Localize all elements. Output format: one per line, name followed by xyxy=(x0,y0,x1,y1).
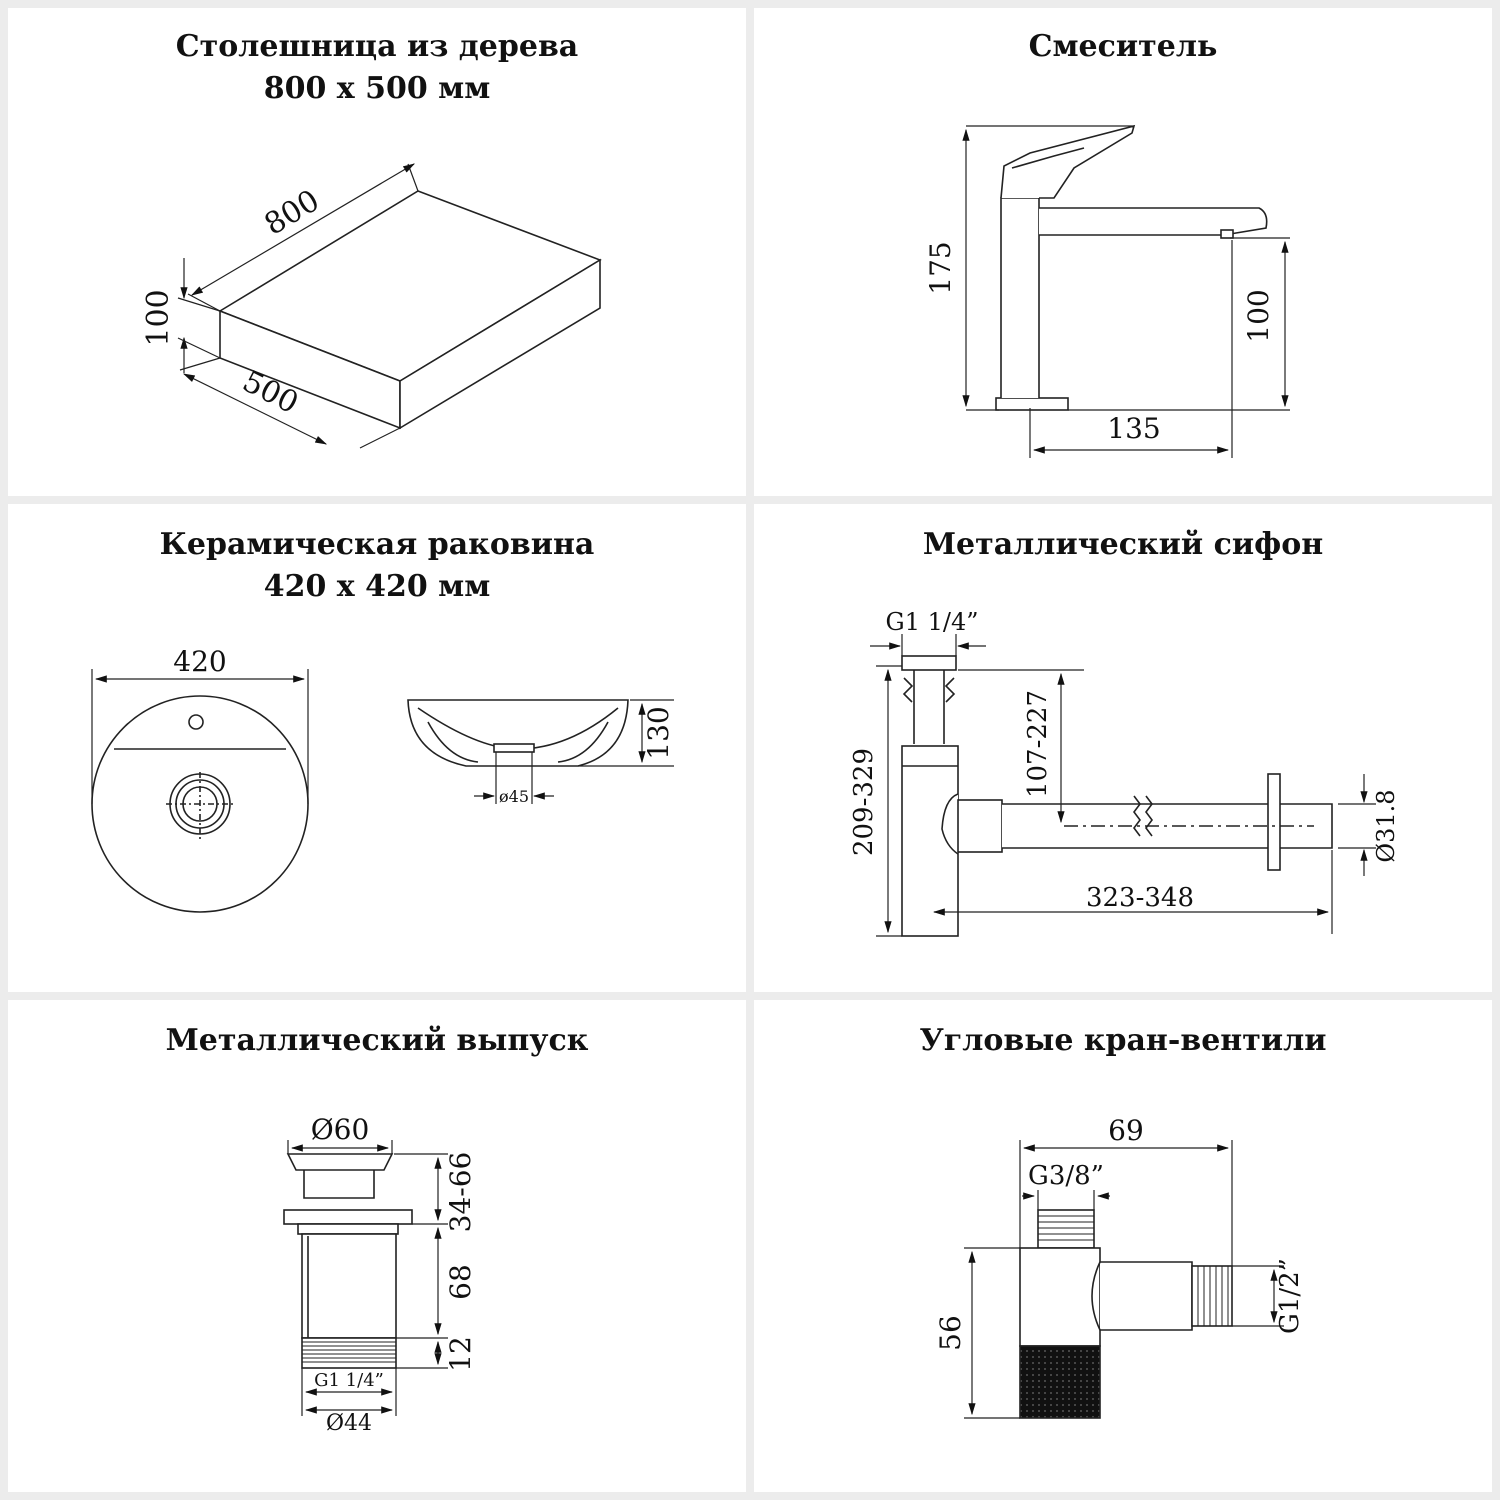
siphon-dim-height-range: 209-329 xyxy=(849,748,879,856)
panel-siphon: Металлический сифон xyxy=(754,504,1492,992)
faucet-dimensions xyxy=(962,125,1290,458)
drain-dim-adjust-range: 34-66 xyxy=(444,1152,477,1233)
faucet-dim-height-total: 175 xyxy=(924,241,957,294)
drain-dim-thread: G1 1/4” xyxy=(314,1370,384,1391)
drain-body xyxy=(283,1153,413,1369)
siphon-drawing: G1 1/4” 209-329 107-227 Ø31.8 323-348 xyxy=(849,608,1400,937)
sink-title-line2: 420 x 420 мм xyxy=(263,569,491,604)
sink-title-line1: Керамическая раковина xyxy=(159,527,595,562)
valve-title-text: Угловые кран-вентили xyxy=(919,1023,1327,1058)
drain-drawing: Ø60 34-66 68 12 G1 1/4” Ø44 xyxy=(283,1113,477,1436)
valve-drawing: 69 G3/8” 56 G1/2” xyxy=(934,1114,1305,1419)
countertop-dimensions xyxy=(177,163,419,449)
sink-top-dimension xyxy=(91,669,309,804)
sink-dim-height: 130 xyxy=(642,706,675,759)
sink-dim-drain: ø45 xyxy=(499,787,529,806)
valve-dim-inlet-thread: G3/8” xyxy=(1028,1161,1104,1191)
drain-dim-top-diameter: Ø60 xyxy=(311,1113,370,1146)
siphon-dim-inlet-range: 107-227 xyxy=(1023,690,1053,798)
countertop-title: Столешница из дерева 800 x 500 мм xyxy=(8,26,746,110)
valve-body xyxy=(1019,1209,1233,1419)
sink-dim-diameter: 420 xyxy=(173,645,226,678)
drain-title: Металлический выпуск xyxy=(8,1020,746,1062)
faucet-drawing: 175 100 135 xyxy=(924,124,1290,458)
drain-dimensions xyxy=(287,1140,448,1416)
sink-top-view xyxy=(91,695,309,913)
countertop-dim-height: 100 xyxy=(141,289,176,346)
siphon-dim-thread: G1 1/4” xyxy=(886,608,979,636)
sink-drawing: 420 130 ø45 xyxy=(91,645,675,913)
valve-title: Угловые кран-вентили xyxy=(754,1020,1492,1062)
drain-dim-bottom-diameter: Ø44 xyxy=(326,1411,372,1436)
panel-faucet: Смеситель xyxy=(754,8,1492,496)
faucet-title: Смеситель xyxy=(754,26,1492,68)
sink-side-dimensions xyxy=(474,699,674,804)
faucet-title-text: Смеситель xyxy=(1028,29,1218,64)
countertop-dim-length: 800 xyxy=(259,183,326,242)
faucet-dim-spout-height: 100 xyxy=(1242,289,1275,342)
siphon-title: Металлический сифон xyxy=(754,524,1492,566)
siphon-dimensions xyxy=(870,634,1376,937)
sink-title: Керамическая раковина 420 x 420 мм xyxy=(8,524,746,608)
countertop-title-line2: 800 x 500 мм xyxy=(263,71,491,106)
valve-dimensions xyxy=(964,1140,1284,1419)
countertop-drawing: 800 100 500 xyxy=(141,163,602,449)
siphon-dim-pipe-diameter: Ø31.8 xyxy=(1372,789,1400,862)
valve-dim-width: 69 xyxy=(1108,1114,1144,1147)
panel-drain: Металлический выпуск xyxy=(8,1000,746,1492)
valve-dim-height: 56 xyxy=(934,1315,967,1351)
faucet-body xyxy=(995,124,1268,411)
drain-title-text: Металлический выпуск xyxy=(165,1023,589,1058)
panel-sink: Керамическая раковина 420 x 420 мм 420 xyxy=(8,504,746,992)
faucet-dim-spout-reach: 135 xyxy=(1107,412,1160,445)
valve-dim-outlet-thread: G1/2” xyxy=(1275,1258,1305,1334)
panel-valve: Угловые кран-вентили xyxy=(754,1000,1492,1492)
drain-dim-thread-length: 12 xyxy=(444,1336,477,1372)
siphon-title-text: Металлический сифон xyxy=(922,527,1324,562)
countertop-title-line1: Столешница из дерева xyxy=(175,29,579,64)
sink-side-view xyxy=(407,699,629,767)
panel-countertop: Столешница из дерева 800 x 500 мм xyxy=(8,8,746,496)
drain-dim-body: 68 xyxy=(444,1264,477,1300)
siphon-dim-length-range: 323-348 xyxy=(1086,883,1194,913)
siphon-body xyxy=(901,655,1333,937)
